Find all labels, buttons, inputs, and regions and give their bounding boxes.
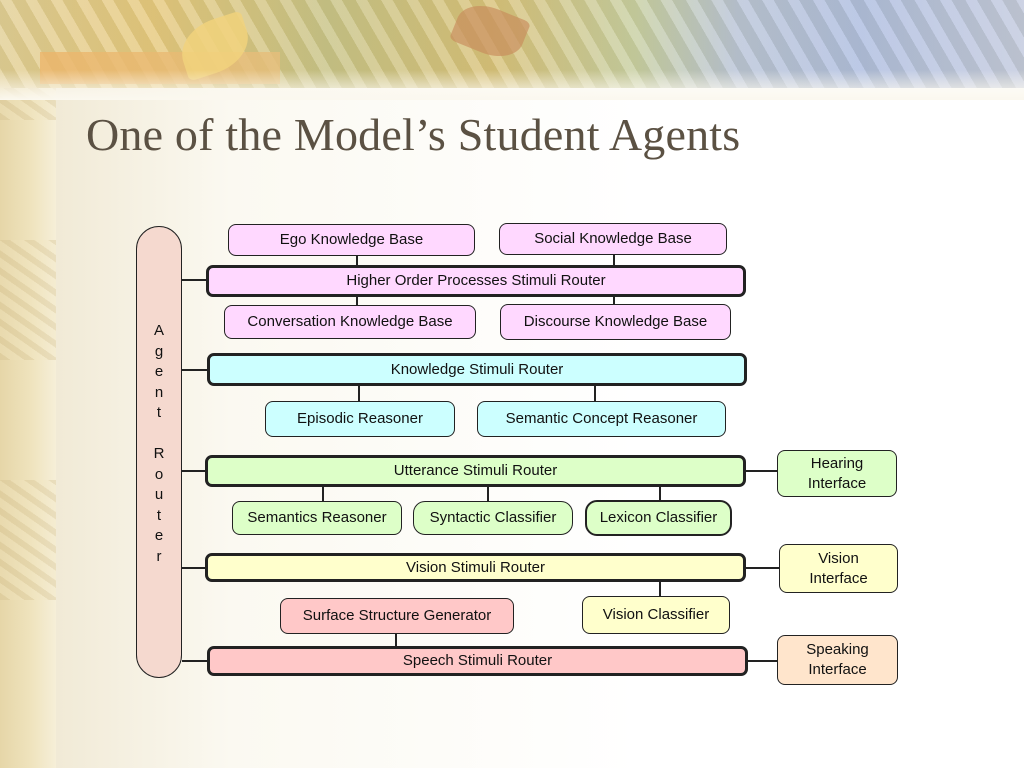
connector [613, 254, 615, 267]
connector [744, 567, 780, 569]
connector [487, 486, 489, 502]
ego-knowledge-base: Ego Knowledge Base [228, 224, 475, 256]
syntactic-classifier: Syntactic Classifier [413, 501, 573, 535]
hearing-interface: Hearing Interface [777, 450, 897, 497]
connector [322, 486, 324, 502]
connector [594, 385, 596, 402]
connector [356, 296, 358, 306]
connector [395, 633, 397, 647]
higher-order-processes-router: Higher Order Processes Stimuli Router [206, 265, 746, 297]
connector [356, 255, 358, 267]
vision-classifier: Vision Classifier [582, 596, 730, 634]
semantic-concept-reasoner: Semantic Concept Reasoner [477, 401, 726, 437]
lexicon-classifier: Lexicon Classifier [585, 500, 732, 536]
speaking-interface: Speaking Interface [777, 635, 898, 685]
vision-stimuli-router: Vision Stimuli Router [205, 553, 746, 582]
connector [358, 385, 360, 402]
background-top-fade [0, 70, 1024, 100]
semantics-reasoner: Semantics Reasoner [232, 501, 402, 535]
connector [182, 279, 208, 281]
connector [182, 567, 208, 569]
connector [659, 581, 661, 597]
utterance-stimuli-router: Utterance Stimuli Router [205, 455, 746, 487]
agent-router-label: A g e n t R o u t e r [153, 322, 165, 565]
connector [746, 660, 778, 662]
knowledge-stimuli-router: Knowledge Stimuli Router [207, 353, 747, 386]
discourse-knowledge-base: Discourse Knowledge Base [500, 304, 731, 340]
speech-stimuli-router: Speech Stimuli Router [207, 646, 748, 676]
social-knowledge-base: Social Knowledge Base [499, 223, 727, 255]
surface-structure-generator: Surface Structure Generator [280, 598, 514, 634]
connector [744, 470, 778, 472]
connector [182, 470, 208, 472]
slide-title: One of the Model’s Student Agents [86, 109, 741, 160]
conversation-knowledge-base: Conversation Knowledge Base [224, 305, 476, 339]
connector [182, 369, 208, 371]
connector [182, 660, 208, 662]
connector [659, 486, 661, 502]
agent-router: A g e n t R o u t e r [136, 226, 182, 678]
episodic-reasoner: Episodic Reasoner [265, 401, 455, 437]
connector [613, 296, 615, 305]
vision-interface: Vision Interface [779, 544, 898, 593]
